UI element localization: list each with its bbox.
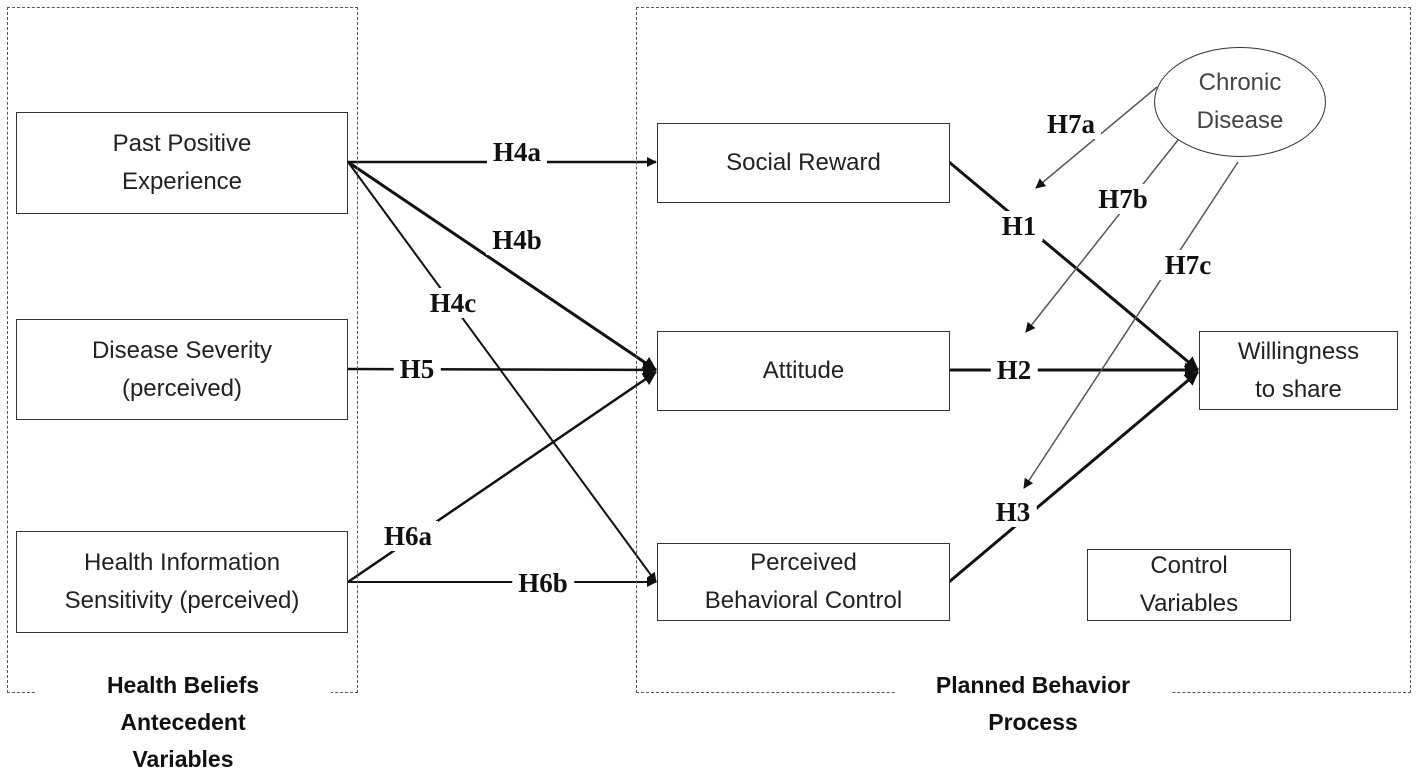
label-h5: H5 bbox=[393, 354, 441, 384]
node-chronic-disease: Chronic Disease bbox=[1154, 47, 1326, 157]
node-social-reward: Social Reward bbox=[657, 123, 950, 203]
label-h6a: H6a bbox=[377, 521, 439, 551]
node-attitude: Attitude bbox=[657, 331, 950, 411]
node-label: Social Reward bbox=[726, 149, 881, 176]
label-h3: H3 bbox=[989, 497, 1037, 527]
node-label: Chronic bbox=[1198, 69, 1282, 96]
planned-behavior-title: Planned Behavior Process bbox=[895, 667, 1171, 741]
node-disease-severity: Disease Severity (perceived) bbox=[16, 319, 348, 420]
node-label: Willingness bbox=[1237, 337, 1360, 365]
arrow-h4b bbox=[347, 160, 657, 372]
health-beliefs-title: Health Beliefs Antecedent Variables bbox=[35, 667, 331, 778]
node-label: Past Positive bbox=[112, 130, 252, 157]
arrow-h3 bbox=[948, 370, 1199, 584]
node-past-positive-experience: Past Positive Experience bbox=[16, 112, 348, 214]
node-label: Disease Severity bbox=[91, 336, 273, 364]
arrow-h7b bbox=[1025, 139, 1179, 333]
node-control-variables: Control Variables bbox=[1087, 549, 1291, 621]
arrow-h1 bbox=[948, 160, 1199, 372]
node-label: to share bbox=[1255, 375, 1342, 403]
node-label: Behavioral Control bbox=[704, 587, 903, 614]
node-label: Variables bbox=[1139, 590, 1239, 617]
node-willingness-to-share: Willingness to share bbox=[1199, 331, 1398, 410]
label-h7b: H7b bbox=[1092, 184, 1154, 214]
node-label: Experience bbox=[121, 168, 243, 195]
node-label: Perceived bbox=[750, 549, 857, 576]
label-h2: H2 bbox=[990, 355, 1038, 385]
node-label: Health Information bbox=[83, 549, 281, 576]
label-h7a: H7a bbox=[1040, 109, 1102, 139]
node-label: Sensitivity (perceived) bbox=[64, 587, 300, 614]
planned-behavior-title-line: Process bbox=[988, 709, 1078, 735]
arrow-h4c bbox=[347, 161, 657, 583]
arrow-h7c bbox=[1023, 161, 1239, 489]
health-beliefs-title-line: Antecedent bbox=[120, 709, 246, 735]
label-h6b: H6b bbox=[512, 568, 574, 598]
label-h4c: H4c bbox=[423, 288, 483, 318]
label-h7c: H7c bbox=[1158, 250, 1218, 280]
label-h4a: H4a bbox=[486, 137, 548, 167]
node-label: (perceived) bbox=[121, 374, 243, 402]
label-h1: H1 bbox=[995, 211, 1043, 241]
node-label: Attitude bbox=[762, 357, 845, 384]
node-label: Control bbox=[1150, 552, 1228, 579]
health-beliefs-title-line: Health Beliefs bbox=[106, 672, 260, 698]
planned-behavior-title-line: Planned Behavior bbox=[935, 672, 1131, 698]
node-label: Disease bbox=[1196, 107, 1284, 134]
node-health-information-sensitivity: Health Information Sensitivity (perceive… bbox=[16, 531, 348, 633]
label-h4b: H4b bbox=[486, 225, 548, 255]
node-perceived-behavioral-control: Perceived Behavioral Control bbox=[657, 543, 950, 621]
health-beliefs-title-line: Variables bbox=[132, 746, 234, 772]
